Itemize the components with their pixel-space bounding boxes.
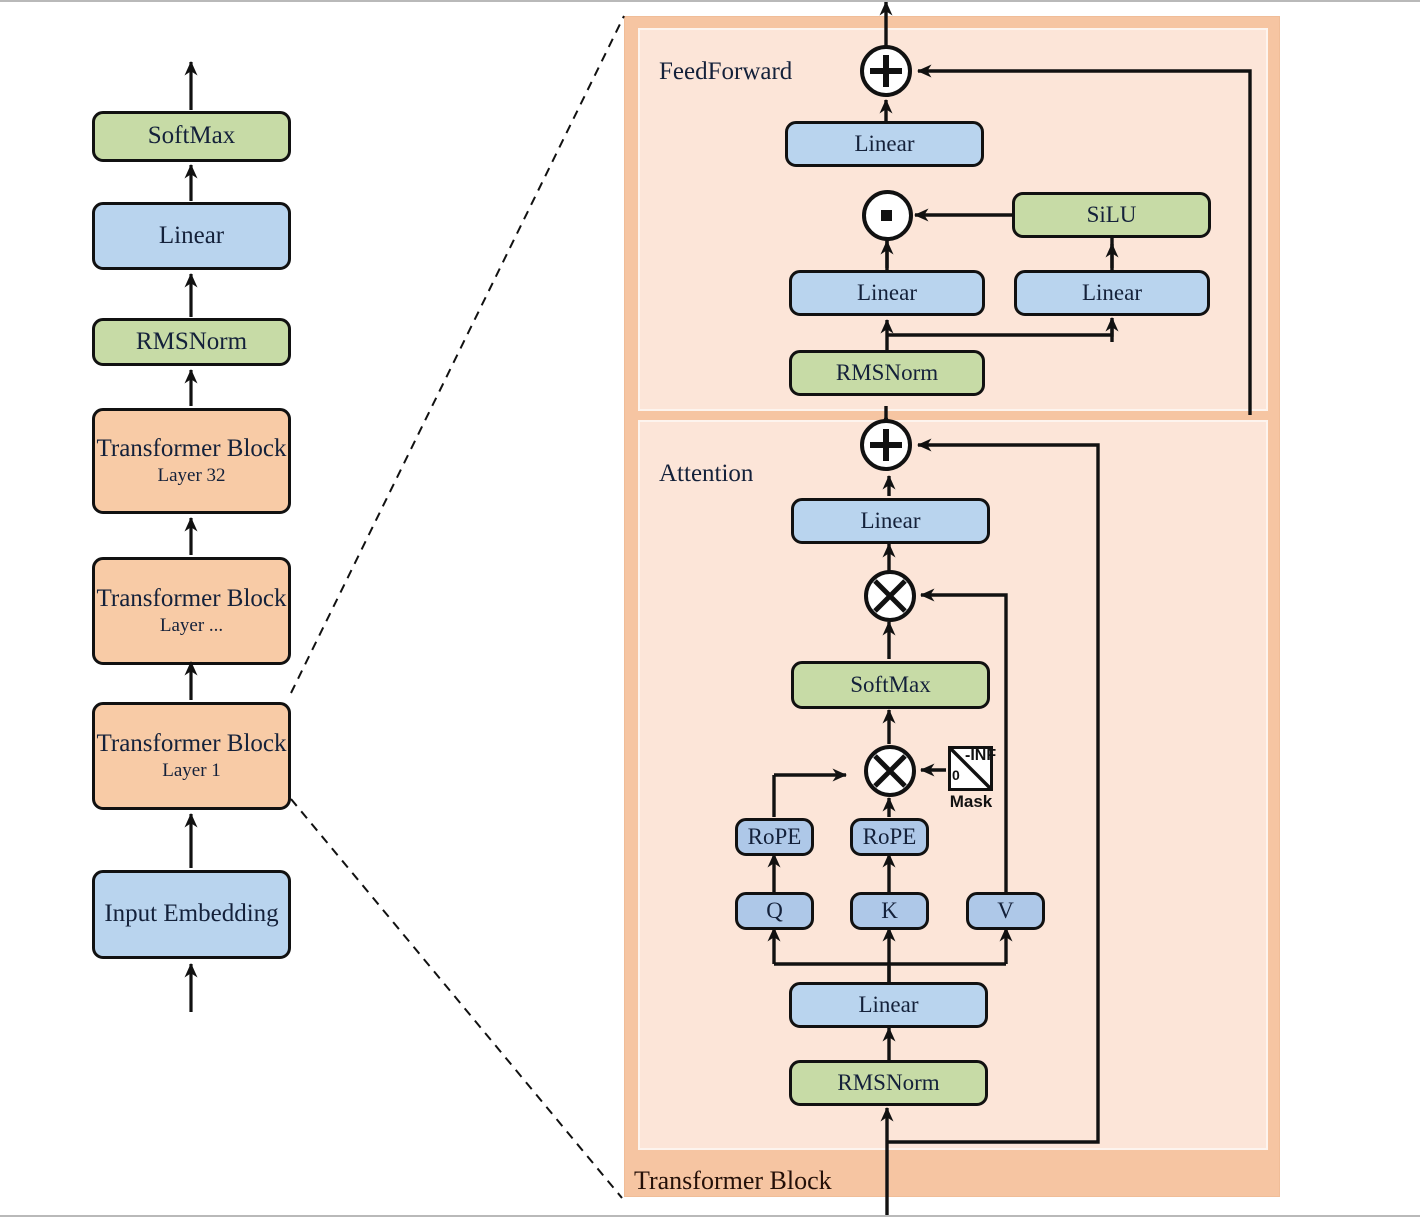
node-sublabel: Layer ... (159, 614, 224, 636)
node-linear: Linear (92, 202, 291, 270)
callout-line-bottom (290, 798, 623, 1199)
node-label: V (997, 897, 1014, 923)
node-ff-linear-up: Linear (1014, 270, 1210, 316)
node-label: RMSNorm (135, 327, 248, 355)
node-ff-linear-out: Linear (785, 121, 984, 167)
node-ff-silu: SiLU (1012, 192, 1211, 238)
node-rmsnorm: RMSNorm (92, 318, 291, 366)
node-value: V (966, 892, 1045, 930)
node-ff-linear-gate: Linear (789, 270, 985, 316)
node-query: Q (735, 892, 814, 930)
node-label: Linear (1081, 279, 1142, 305)
node-label: RMSNorm (837, 1069, 940, 1095)
node-att-linear-out: Linear (791, 498, 990, 544)
node-label: RoPE (747, 823, 802, 849)
mask-caption: Mask (949, 792, 993, 811)
node-label: Transformer Block (96, 435, 287, 463)
node-transformer-block-1: Transformer Block Layer 1 (92, 702, 291, 810)
feedforward-section-label: FeedForward (659, 58, 793, 85)
node-sublabel: Layer 1 (162, 759, 221, 781)
node-label: Input Embedding (104, 900, 279, 928)
node-label: SoftMax (147, 122, 236, 150)
node-key: K (850, 892, 929, 930)
node-label: Linear (858, 991, 919, 1017)
node-label: Linear (860, 507, 921, 533)
op-add-feedforward (860, 45, 912, 97)
node-label: RoPE (862, 823, 917, 849)
op-matmul-attention-qk (864, 745, 916, 797)
mask-upper-right-label: -INF (965, 747, 997, 764)
node-softmax: SoftMax (92, 111, 291, 162)
node-att-softmax: SoftMax (791, 661, 990, 709)
transformer-block-panel-label: Transformer Block (634, 1166, 832, 1195)
node-rope-k: RoPE (850, 818, 929, 856)
callout-line-top (290, 15, 625, 694)
mask-lower-left-label: 0 (952, 767, 960, 783)
node-label: SoftMax (850, 671, 931, 697)
node-label: K (881, 897, 898, 923)
node-label: Q (766, 897, 783, 923)
op-mul-elementwise-feedforward (862, 190, 913, 241)
node-ff-rmsnorm: RMSNorm (789, 350, 985, 396)
node-label: Linear (158, 221, 225, 249)
node-transformer-block-32: Transformer Block Layer 32 (92, 408, 291, 514)
node-label: Linear (854, 130, 915, 156)
node-label: Transformer Block (96, 730, 287, 758)
node-rope-q: RoPE (735, 818, 814, 856)
node-sublabel: Layer 32 (157, 464, 226, 486)
op-matmul-attention-value (864, 570, 916, 622)
node-label: RMSNorm (835, 359, 939, 385)
node-transformer-block-dots: Transformer Block Layer ... (92, 557, 291, 665)
node-label: SiLU (1086, 201, 1137, 227)
node-label: Linear (856, 279, 917, 305)
op-add-attention (860, 419, 912, 471)
node-att-rmsnorm: RMSNorm (789, 1060, 988, 1106)
node-att-linear-qkv: Linear (789, 982, 988, 1028)
node-input-embedding: Input Embedding (92, 870, 291, 959)
node-label: Transformer Block (96, 585, 287, 613)
attention-section-label: Attention (659, 460, 754, 487)
